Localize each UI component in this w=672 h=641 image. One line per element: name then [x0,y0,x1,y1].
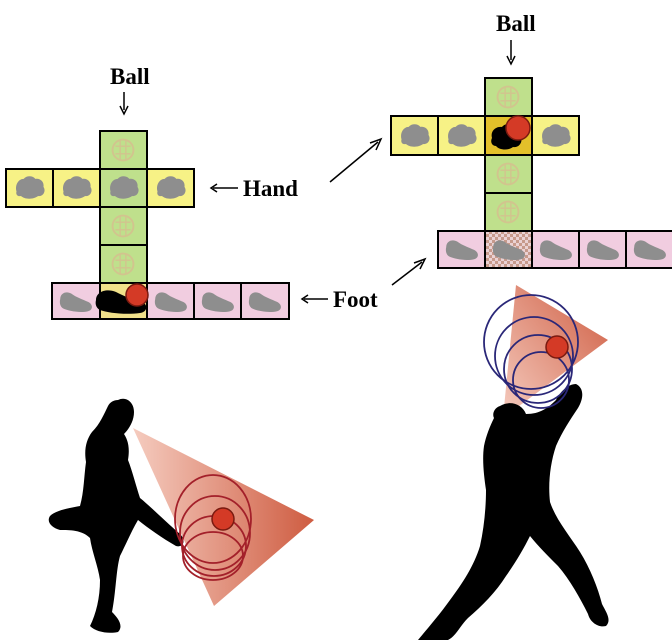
left-column-cell [99,130,148,170]
foot-contact-icon [95,290,147,314]
catcher-ball-icon [545,335,569,359]
catcher-silhouette [418,384,609,640]
right-column-cell [484,77,533,117]
catcher-rings [483,294,579,409]
kicker-rings [174,474,252,581]
right-column-cell [484,154,533,194]
left-grid [5,92,290,320]
ball-label-right: Ball [496,11,536,36]
right-grid [390,77,672,269]
left-column-cell [99,206,148,246]
left-hand-row [5,168,195,208]
right-column-cell [484,192,533,232]
arrow-to-hand-row [329,141,379,183]
right-foot-row [437,230,672,269]
ball-icon [505,115,531,141]
kicker-figure [48,398,314,633]
foot-label-group: Foot [300,287,378,312]
left-foot-row [51,282,290,320]
catcher-figure [418,285,609,640]
left-ball-column [99,130,148,284]
right-hand-row [390,115,580,156]
arrow-to-foot-row [391,261,423,286]
hand-label: Hand [243,176,298,201]
ball-icon [125,283,149,307]
hand-label-group: Hand [209,176,298,201]
ball-label-left: Ball [110,64,150,89]
foot-label: Foot [333,287,378,312]
left-column-cell [99,244,148,284]
kicker-silhouette [48,398,184,633]
kicker-ball-icon [211,507,235,531]
